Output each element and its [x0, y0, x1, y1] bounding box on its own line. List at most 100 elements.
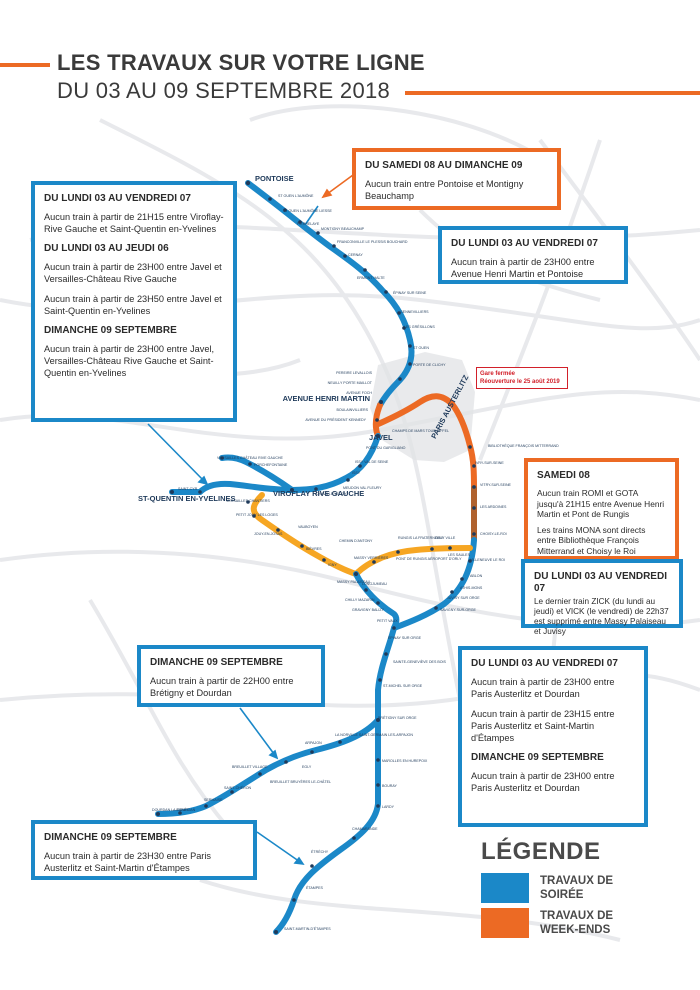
station-label: ÉPINAY SUR SEINE: [393, 290, 427, 295]
line-viroflay-massy: [250, 492, 359, 577]
station-label: PETIT JOUY LES LOGES: [236, 513, 278, 517]
station-label: PONT DE RUNGIS AÉROPORT D'ORLY: [396, 556, 462, 561]
info-box-right-orange: SAMEDI 08 Aucun train ROMI et GOTA jusqu…: [524, 458, 679, 560]
station-label: PETIT VAUX: [377, 619, 398, 623]
station-label: ISSY: [352, 471, 361, 475]
station-label: MEUDON VAL FLEURY: [343, 486, 382, 490]
station-label: CHILLY MAZARIN: [345, 598, 375, 602]
station-label: CHEMIN D'ANTONY: [339, 539, 373, 543]
station-label: LARDY: [382, 805, 395, 809]
page-title: LES TRAVAUX SUR VOTRE LIGNE: [57, 50, 425, 75]
station-label: VERSAILLES CHANTIERS: [226, 499, 270, 503]
line-javel-viroflay: [197, 433, 381, 495]
info-heading: DU LUNDI 03 AU VENDREDI 07: [451, 238, 598, 249]
station-label: ÉTAMPES: [306, 885, 324, 890]
info-heading: DU LUNDI 03 AU VENDREDI 07: [534, 571, 667, 594]
station-markers: [156, 180, 476, 934]
station-label: AVENUE DU PRÉSIDENT KENNEDY: [305, 417, 366, 422]
station-label: VIROFLAY RIVE GAUCHE: [273, 489, 364, 498]
station-label: BIBLIOTHÈQUE FRANÇOIS MITTERRAND: [488, 443, 559, 448]
info-heading: DIMANCHE 09 SEPTEMBRE: [44, 325, 177, 336]
station-label: LES GRÉSILLONS: [404, 324, 435, 329]
callout-pointers: [147, 205, 319, 866]
station-label: ST OUEN L'AUMÔNE: [278, 193, 314, 198]
station-label: CHOISY-LE-ROI: [480, 532, 507, 536]
info-heading: DIMANCHE 09 SEPTEMBRE: [471, 752, 604, 763]
legend-label-soiree: TRAVAUX DE SOIRÉE: [540, 875, 614, 901]
info-heading: DU LUNDI 03 AU JEUDI 06: [44, 243, 169, 254]
station-label: AVENUE HENRI MARTIN: [283, 394, 370, 403]
info-text: Le dernier train ZICK (du lundi au jeudi…: [534, 597, 669, 636]
station-label: JOUY-EN-JOSAS: [254, 532, 283, 536]
station-label: ST-QUENTIN EN-YVELINES: [138, 494, 236, 503]
page-subtitle: DU 03 AU 09 SEPTEMBRE 2018: [57, 78, 391, 103]
station-label: ISSY VAL DE SEINE: [355, 460, 389, 464]
info-text: Aucun train à partir de 22H00 entre Brét…: [150, 676, 294, 698]
station-label: LA NORVILLE SAINT-GERMAIN LES-ARPAJON: [335, 733, 413, 737]
station-label: IVRY-SUR-SEINE: [475, 461, 504, 465]
info-heading: DU SAMEDI 08 AU DIMANCHE 09: [365, 160, 523, 171]
station-label: SAINT-MARTIN-D'ÉTAMPES: [284, 926, 331, 931]
info-text: Aucun train à partir de 23H30 entre Pari…: [44, 851, 211, 873]
info-box-top-orange: DU SAMEDI 08 AU DIMANCHE 09 Aucun train …: [352, 148, 561, 210]
info-heading: DIMANCHE 09 SEPTEMBRE: [44, 832, 177, 843]
info-text: Aucun train à partir de 23H00 entre Aven…: [451, 257, 595, 279]
info-box-bottom-right: DU LUNDI 03 AU VENDREDI 07 Aucun train à…: [458, 646, 648, 827]
info-text: Aucun train à partir de 23H00 entre Pari…: [471, 771, 615, 793]
paris-area: [370, 352, 475, 462]
station-label: PIERRELAYE: [297, 222, 320, 226]
info-text: Aucun train à partir de 23H00 entre Jave…: [44, 344, 215, 378]
info-text: Les trains MONA sont directs entre Bibli…: [537, 524, 646, 556]
station-label: AVENUE FOCH: [346, 391, 372, 395]
station-label: PORCHEFONTAINE: [254, 463, 288, 467]
info-text: Aucun train à partir de 21H15 entre Viro…: [44, 212, 224, 234]
station-label: SAVIGNY-SUR-ORGE: [440, 608, 477, 612]
closed-note-line2: Réouverture le 25 août 2019: [480, 379, 560, 385]
line-massy-savigny: [353, 571, 400, 631]
station-label: SERMAISE: [204, 798, 223, 802]
station-label: ARPAJON: [305, 741, 322, 745]
station-label: GRAVIGNY BALIZY: [352, 608, 385, 612]
line-bretigny-etampes: [273, 717, 381, 935]
station-label: ST OUEN: [413, 346, 429, 350]
legend-swatch-soiree: [481, 873, 529, 903]
station-label: ÉPINAY SUR ORGE: [388, 635, 422, 640]
station-label: BREUILLET VILLAGE: [232, 765, 268, 769]
station-label: JAVEL: [369, 433, 393, 442]
legend-title: LÉGENDE: [481, 838, 601, 865]
station-label: PEREIRE LEVALLOIS: [336, 371, 372, 375]
info-text: Aucun train à partir de 23H00 entre Jave…: [44, 262, 222, 284]
station-label: LES SAULES: [448, 553, 471, 557]
closed-note-line1: Gare fermée: [480, 371, 516, 377]
info-box-top-right: DU LUNDI 03 AU VENDREDI 07 Aucun train à…: [438, 226, 628, 284]
info-text: Aucun train à partir de 23H50 entre Jave…: [44, 294, 222, 316]
station-label: CHAMARANDE: [352, 827, 378, 831]
info-text: Aucun train à partir de 23H00 entre Pari…: [471, 677, 615, 699]
station-label: BREUILLET BRUYÈRES LE-CHÂTEL: [270, 779, 331, 784]
station-label: BIÈVRES: [306, 546, 322, 551]
station-label: VITRY-SUR-SEINE: [480, 483, 512, 487]
station-label: GENNEVILLIERS: [400, 310, 429, 314]
info-box-right-blue: DU LUNDI 03 AU VENDREDI 07 Le dernier tr…: [521, 559, 683, 636]
station-label: MONTIGNY BEAUCHAMP: [321, 227, 365, 231]
station-label: LES ARDOINES: [480, 505, 507, 509]
station-label: DOURDAN: [177, 808, 196, 812]
info-text: Aucun train à partir de 23H15 entre Pari…: [471, 709, 615, 743]
title-bar-left: [0, 63, 50, 67]
station-label: CERNAY: [348, 253, 363, 257]
station-label: SAINT-CHÉRON: [224, 785, 252, 790]
station-label: ABLON: [470, 574, 483, 578]
station-label: BOULAINVILLIERS: [336, 408, 368, 412]
station-label: SAINTE-GENEVIÈVE DES BOIS: [393, 659, 447, 664]
station-label: JUVISY SUR ORGE: [447, 596, 480, 600]
legend-swatch-weekend: [481, 908, 529, 938]
info-box-mid-left: DIMANCHE 09 SEPTEMBRE Aucun train à part…: [137, 645, 325, 707]
info-box-left: DU LUNDI 03 AU VENDREDI 07 Aucun train à…: [31, 181, 237, 422]
station-label: ÉTRÉCHY: [311, 849, 329, 854]
station-label: CHAMPS DE MARS TOUR EIFFEL: [392, 429, 449, 433]
station-label: ATHIS-MONS: [460, 586, 483, 590]
station-label: EGLY: [302, 765, 312, 769]
station-label: PONTOISE: [255, 174, 294, 183]
info-heading: DIMANCHE 09 SEPTEMBRE: [150, 657, 283, 668]
station-label: BOURAY: [382, 784, 398, 788]
